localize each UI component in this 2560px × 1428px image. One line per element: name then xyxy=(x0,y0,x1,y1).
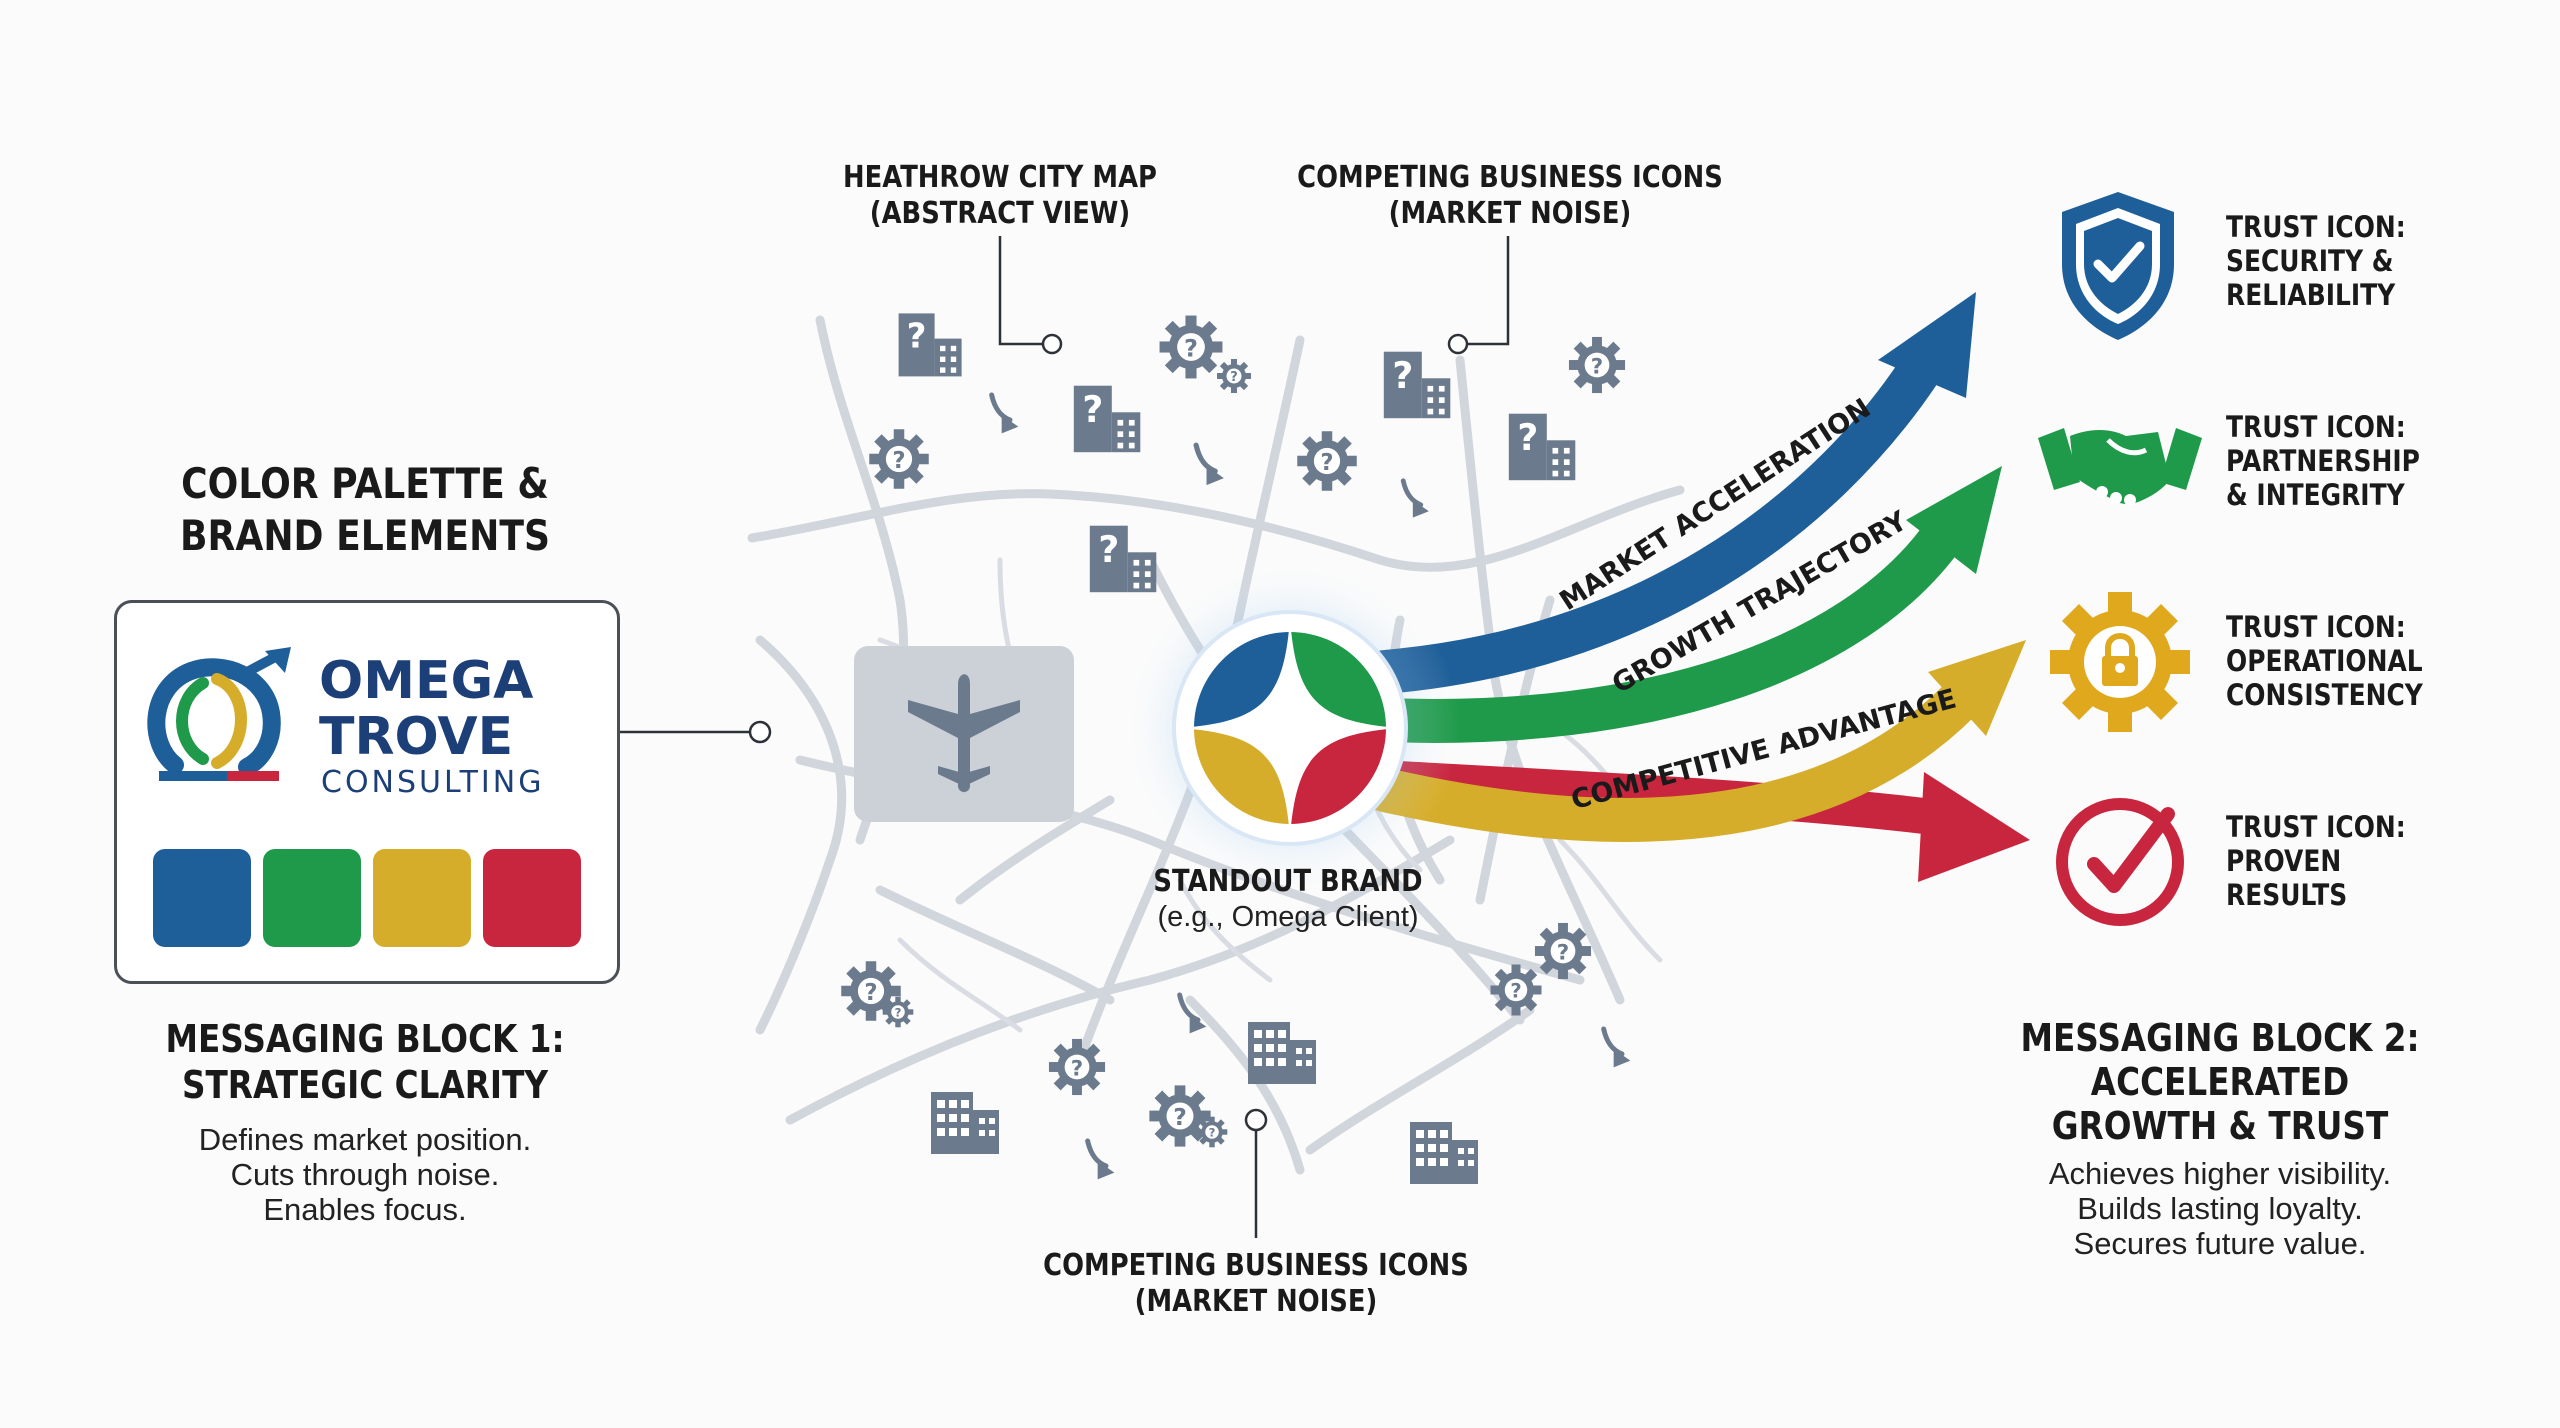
competitor-building-icon xyxy=(1508,413,1576,481)
down-arrow-icon xyxy=(1604,1029,1631,1067)
label-city-map: HEATHROW CITY MAP (ABSTRACT VIEW) xyxy=(843,160,1157,231)
competitor-building-icon xyxy=(1383,351,1451,419)
swatch-blue xyxy=(153,849,251,947)
airplane-icon xyxy=(908,674,1020,794)
competitor-gear-icon xyxy=(1217,359,1251,393)
block1-title: MESSAGING BLOCK 1: STRATEGIC CLARITY xyxy=(165,1017,565,1107)
standout-brand-title: STANDOUT BRAND xyxy=(1153,864,1423,899)
shield-check-icon xyxy=(2062,192,2174,340)
competitor-gear-icon xyxy=(1159,315,1223,379)
competitor-office-icon xyxy=(931,1092,999,1154)
growth-arrows xyxy=(1362,292,2030,882)
competitor-gear-icon xyxy=(1297,431,1357,491)
standout-brand-icon xyxy=(1172,610,1408,846)
competitor-gear-icon xyxy=(1534,922,1592,980)
competitor-gear-icon xyxy=(1048,1038,1106,1096)
check-circle-icon xyxy=(2056,798,2184,926)
down-arrow-icon xyxy=(992,395,1019,433)
label-competing-bottom: COMPETING BUSINESS ICONS (MARKET NOISE) xyxy=(1043,1248,1469,1319)
arrow-blue xyxy=(1363,348,1942,694)
brand-name-line2: TROVE xyxy=(319,707,514,767)
label-competing-top: COMPETING BUSINESS ICONS (MARKET NOISE) xyxy=(1297,160,1723,231)
competitor-gear-icon xyxy=(1196,1116,1228,1148)
callout-lines xyxy=(618,236,1510,1238)
competitor-building-icon xyxy=(898,313,962,377)
swatch-green xyxy=(263,849,361,947)
swatch-red xyxy=(483,849,581,947)
swatch-yellow xyxy=(373,849,471,947)
arrow-green xyxy=(1363,518,1962,743)
arrow-yellow xyxy=(1363,678,1982,842)
block2-body: Achieves higher visibility. Builds lasti… xyxy=(2048,1156,2392,1261)
standout-brand-subtitle: (e.g., Omega Client) xyxy=(1157,901,1419,933)
competitor-gear-icon xyxy=(1568,336,1626,394)
block2-title: MESSAGING BLOCK 2: ACCELERATED GROWTH & … xyxy=(2020,1016,2420,1148)
competitor-gear-icon xyxy=(1149,1085,1211,1147)
down-arrow-icon xyxy=(1403,481,1429,518)
trust-label-security: TRUST ICON:SECURITY &RELIABILITY xyxy=(2226,210,2406,312)
competitor-office-icon xyxy=(1410,1122,1478,1184)
competitor-gear-icon xyxy=(882,996,914,1028)
block1-body: Defines market position. Cuts through no… xyxy=(198,1122,532,1227)
brand-name-line1: OMEGA xyxy=(319,651,534,711)
handshake-icon xyxy=(2038,428,2202,506)
competitor-office-icon xyxy=(1248,1022,1316,1084)
palette-heading: COLOR PALETTE & BRAND ELEMENTS xyxy=(180,459,550,560)
competitor-gear-icon xyxy=(869,429,929,489)
brand-name-line3: CONSULTING xyxy=(321,765,545,800)
down-arrow-icon xyxy=(1088,1141,1115,1179)
competitor-building-icon xyxy=(1089,525,1157,593)
gear-lock-icon xyxy=(2050,592,2190,732)
brand-card: OMEGA TROVE CONSULTING xyxy=(114,600,620,984)
competitor-building-icon xyxy=(1073,385,1141,453)
competitor-gear-icon xyxy=(1490,964,1542,1016)
omega-logo-icon xyxy=(147,647,291,781)
down-arrow-icon xyxy=(1196,445,1224,485)
trust-label-partnership: TRUST ICON:PARTNERSHIP& INTEGRITY xyxy=(2226,410,2420,512)
